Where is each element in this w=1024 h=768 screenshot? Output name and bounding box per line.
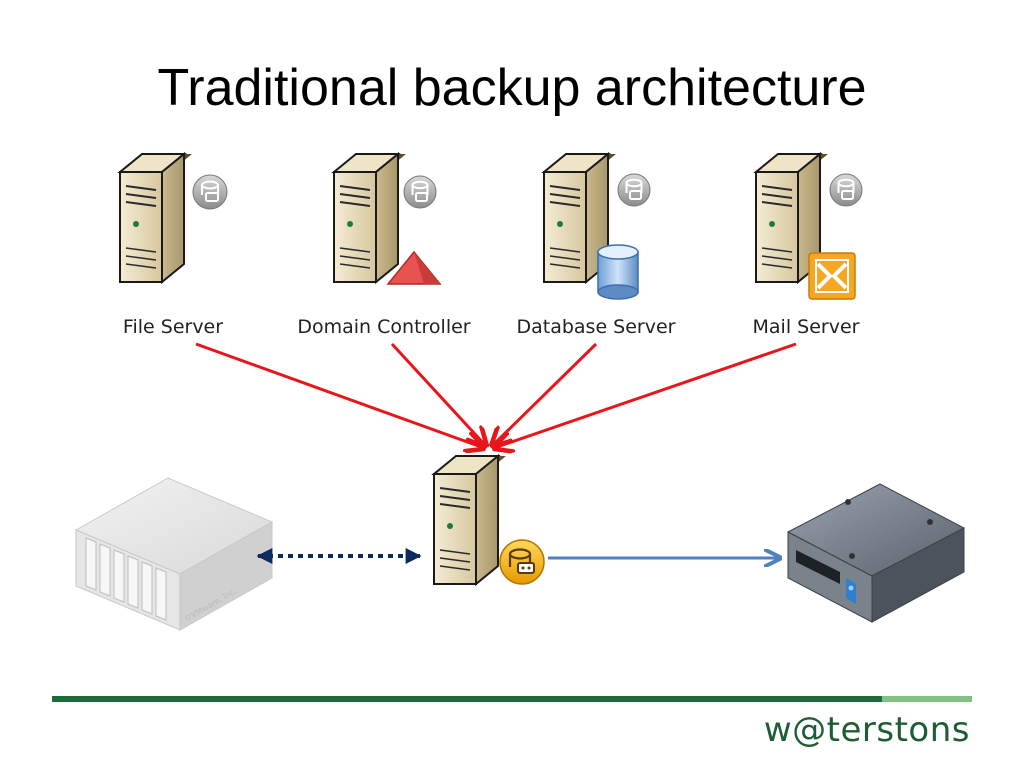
pyramid-icon — [386, 250, 442, 285]
database-badge-icon — [829, 173, 863, 207]
slide-title: Traditional backup architecture — [157, 59, 867, 117]
backup-badge-icon — [499, 539, 545, 585]
file-server-tower — [119, 153, 228, 283]
exchange-icon — [808, 252, 856, 300]
server-label-file-server: File Server — [122, 316, 224, 338]
database-badge-icon — [192, 174, 228, 210]
domain-controller-tower — [333, 153, 442, 285]
database-badge-icon — [403, 175, 437, 209]
arrow-domain-controller — [390, 342, 486, 446]
source-arrows — [195, 342, 797, 448]
backup-server-tower — [433, 455, 545, 585]
drive-bays — [85, 537, 167, 621]
arrow-mail-server — [494, 342, 797, 448]
server-label-domain-controller: Domain Controller — [297, 316, 471, 338]
tape-drive-icon — [786, 483, 966, 623]
brand-logo: w@terstons — [763, 710, 970, 750]
server-label-mail-server: Mail Server — [752, 316, 860, 338]
server-label-database-server: Database Server — [516, 316, 676, 338]
footer-rule-light — [882, 696, 972, 702]
arrow-database-server — [492, 342, 598, 446]
database-badge-icon — [617, 173, 651, 207]
mail-server-tower — [755, 153, 863, 300]
storage-array: ©VMware, Inc. — [74, 477, 274, 631]
database-server-tower — [543, 153, 651, 300]
footer-rule-dark — [52, 696, 882, 702]
database-cylinder-icon — [597, 244, 639, 300]
arrow-file-server — [195, 342, 484, 448]
